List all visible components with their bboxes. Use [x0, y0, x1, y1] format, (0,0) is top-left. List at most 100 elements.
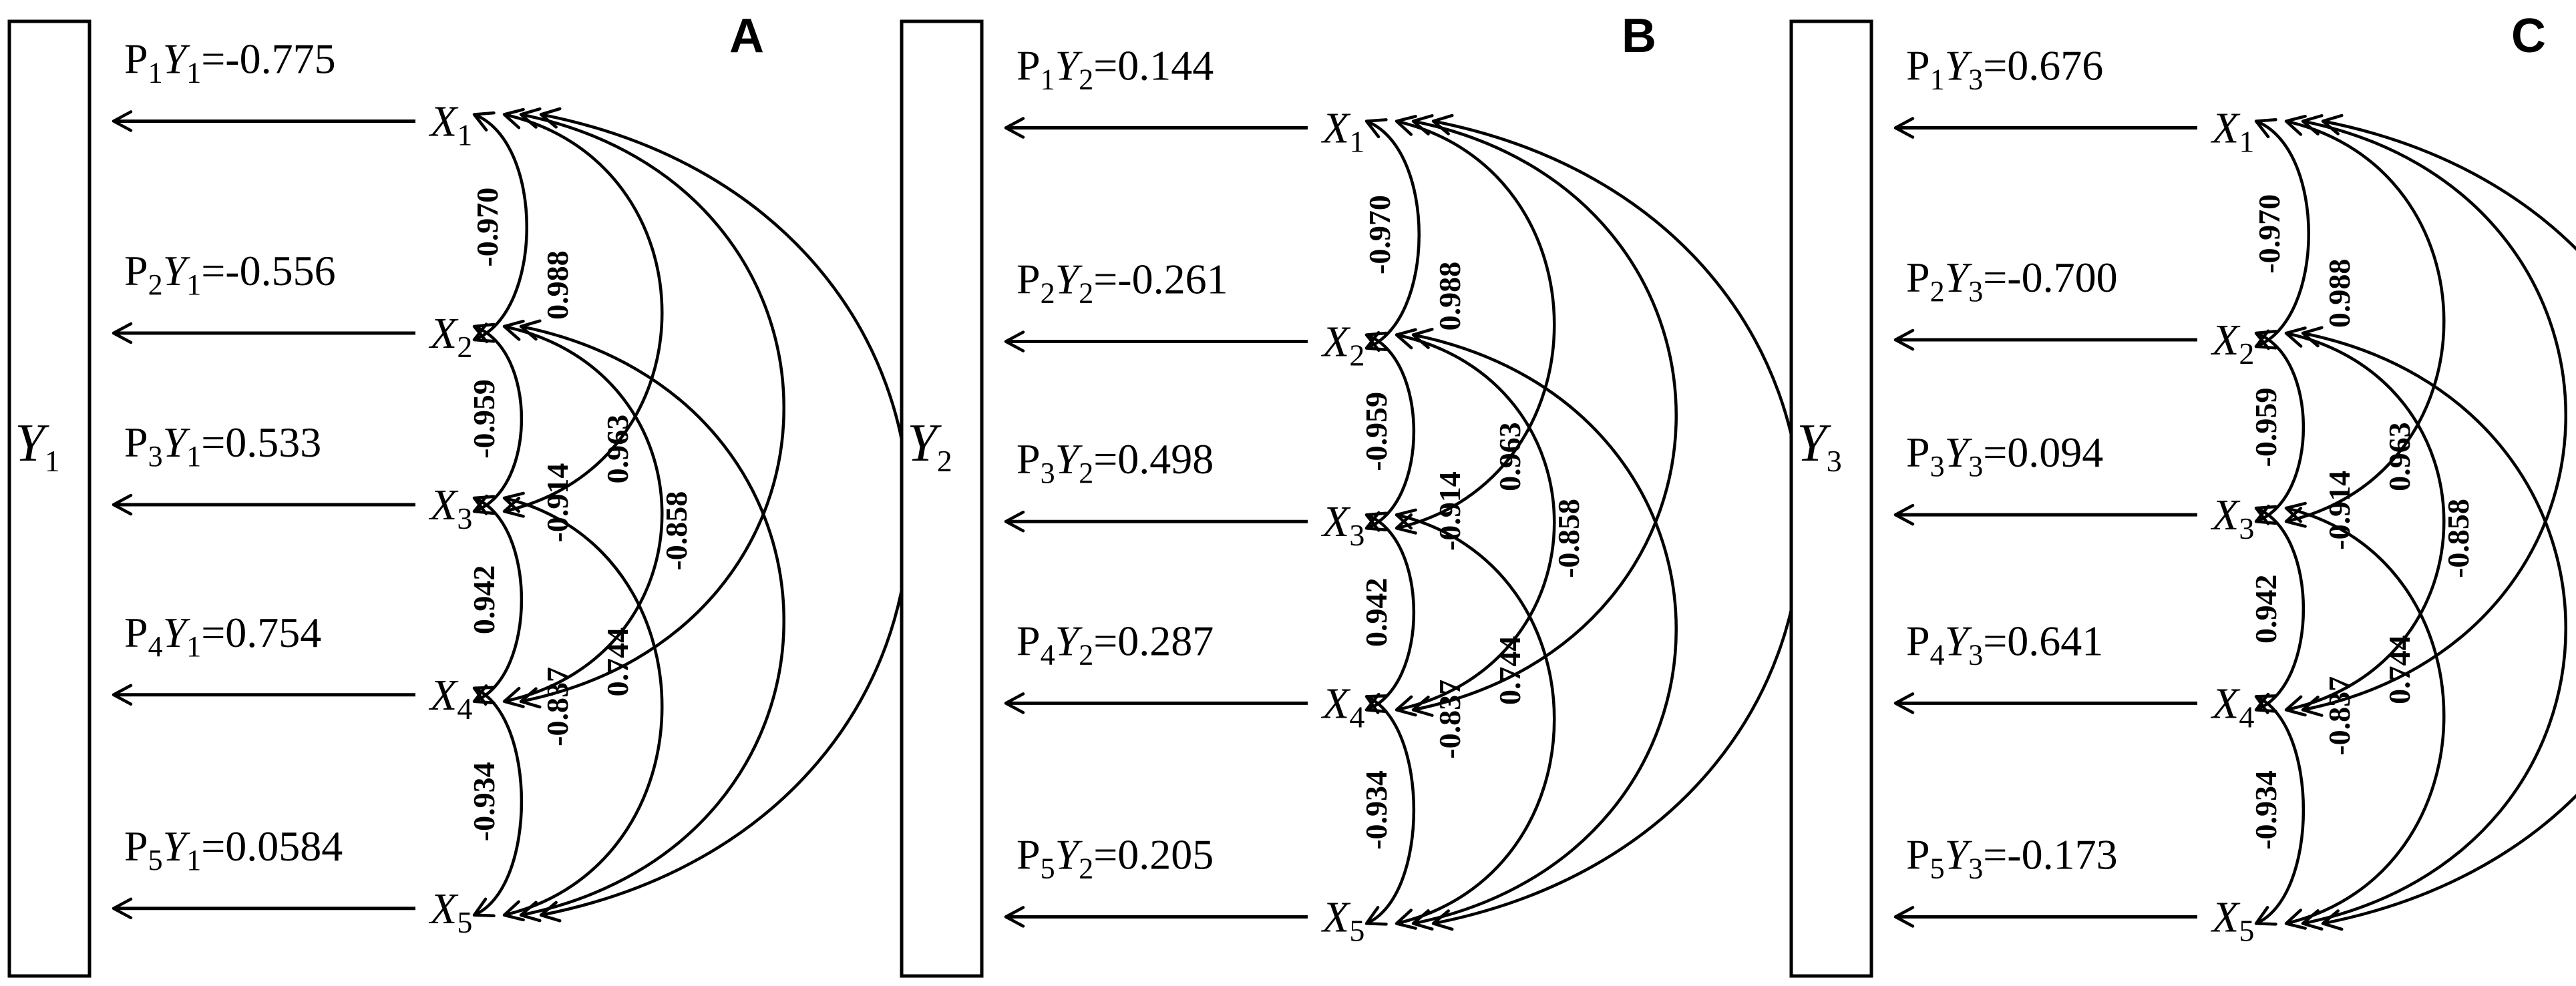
path-arrowhead	[1004, 906, 1025, 928]
correlation-arrowhead-bottom	[502, 900, 525, 922]
path-arrowhead	[112, 322, 133, 344]
correlation-curve	[2285, 119, 2446, 523]
correlation-coefficient: -0.959	[2249, 388, 2283, 467]
correlation-arrowhead-top	[2284, 114, 2307, 136]
correlation-curve	[474, 113, 528, 342]
correlation-coefficient: -0.837	[540, 667, 574, 746]
correlation-arrowhead-top	[472, 322, 496, 344]
correlation-arc: -0.837	[502, 491, 664, 922]
panel-letter: A	[729, 9, 764, 63]
correlation-arc: -0.970	[2252, 117, 2310, 350]
correlation-curve	[2255, 507, 2305, 712]
correlation-curve	[504, 113, 664, 513]
correlation-arc: -0.858	[2321, 113, 2576, 931]
correlation-curve	[1366, 333, 1415, 530]
correlation-curve	[504, 496, 664, 917]
correlation-arrowhead-bottom	[502, 686, 525, 708]
correlation-arrowhead-top	[2254, 117, 2277, 139]
path-arrowhead	[112, 110, 133, 132]
correlation-arrowhead-bottom	[472, 897, 496, 918]
correlation-arc: 0.942	[467, 495, 523, 705]
correlation-coefficient: -0.959	[467, 379, 501, 459]
dependent-variable-box	[1789, 19, 1873, 978]
correlation-arrowhead-top	[472, 111, 496, 132]
correlation-curve	[2322, 119, 2576, 925]
path-arrowhead	[112, 684, 133, 706]
correlation-arrowhead-bottom	[1364, 906, 1388, 926]
correlation-curve	[520, 324, 785, 917]
correlation-arc: -0.914	[2284, 326, 2446, 717]
independent-variable-label: X5	[2210, 893, 2254, 947]
correlation-coefficient: -0.934	[1359, 770, 1393, 850]
path-coefficient-label: P1Y2=0.144	[1017, 42, 1214, 96]
dependent-variable-label: Y3	[1797, 414, 1842, 478]
path-coefficient-label: P4Y3=0.641	[1906, 617, 2103, 671]
path-arrowhead	[1893, 906, 1915, 928]
correlation-curve	[1396, 513, 1556, 925]
correlation-coefficient: -0.837	[2322, 676, 2356, 756]
correlation-arrowhead-top	[1364, 118, 1388, 139]
correlation-arrowhead-top	[1364, 694, 1388, 714]
independent-variable-label: X5	[1320, 893, 1364, 947]
correlation-arc: -0.934	[467, 686, 524, 918]
correlation-arc: -0.914	[502, 319, 664, 708]
correlation-arrowhead-top	[2254, 694, 2277, 714]
path-coefficient-label: P5Y1=0.0584	[124, 822, 343, 877]
independent-variable-label: X5	[428, 885, 472, 939]
independent-variable-label: X1	[1320, 104, 1364, 159]
correlation-curve	[474, 686, 524, 917]
correlation-arrowhead-top	[502, 319, 525, 341]
path-coefficient-label: P3Y3=0.094	[1906, 429, 2103, 483]
independent-variable-label: X3	[2210, 491, 2254, 545]
correlation-curve	[2302, 119, 2567, 712]
correlation-arrowhead-top	[2301, 326, 2324, 348]
correlation-arrowhead-top	[539, 107, 562, 129]
correlation-coefficient: -0.858	[2441, 499, 2475, 578]
correlation-arrowhead-top	[2254, 329, 2277, 350]
independent-variable-label: X2	[428, 309, 472, 364]
independent-variable-label: X4	[428, 671, 472, 726]
path-arrowhead	[112, 493, 133, 516]
correlation-arc: -0.837	[2284, 501, 2446, 930]
correlation-arrowhead-top	[2321, 113, 2344, 136]
correlation-arc: -0.959	[467, 322, 523, 515]
correlation-arrowhead-top	[1395, 115, 1417, 136]
panel-a: Y1AP1Y1=-0.775X1P2Y1=-0.556X2P3Y1=0.533X…	[7, 9, 911, 978]
correlation-curve	[2255, 119, 2310, 348]
correlation-arrowhead-bottom	[2284, 695, 2307, 717]
correlation-coefficient: 0.963	[600, 415, 634, 484]
correlation-arrowhead-top	[2284, 326, 2307, 348]
correlation-curve	[520, 113, 785, 703]
independent-variable-label: X4	[1320, 679, 1364, 734]
dependent-variable-box	[7, 19, 91, 978]
correlation-arrowhead-bottom	[1395, 695, 1417, 717]
correlation-arrowhead-top	[502, 107, 525, 130]
path-arrowhead	[1004, 117, 1025, 139]
panel-letter: C	[2511, 9, 2546, 63]
dependent-variable-label: Y2	[907, 414, 952, 478]
correlation-arrowhead-top	[1364, 511, 1388, 532]
correlation-curve	[2285, 506, 2446, 925]
correlation-arc: 0.942	[2249, 505, 2305, 713]
correlation-arrowhead-top	[502, 491, 525, 513]
correlation-arrowhead-top	[2254, 505, 2277, 525]
correlation-coefficient: 0.988	[1433, 262, 1467, 331]
path-coefficient-label: P2Y1=-0.556	[124, 247, 336, 301]
correlation-arrowhead-bottom	[2254, 906, 2277, 926]
correlation-arc: 0.744	[519, 319, 785, 923]
correlation-coefficient: 0.744	[600, 628, 634, 697]
correlation-arrowhead-top	[472, 495, 496, 515]
correlation-curve	[2255, 331, 2305, 523]
correlation-coefficient: 0.988	[540, 250, 574, 320]
correlation-arc: 0.988	[2284, 114, 2446, 528]
correlation-curve	[2285, 331, 2446, 712]
correlation-coefficient: -0.858	[1551, 499, 1586, 578]
correlation-curve	[1396, 119, 1556, 530]
correlation-coefficient: -0.934	[467, 762, 501, 841]
path-coefficient-label: P5Y2=0.205	[1017, 830, 1214, 885]
correlation-arc: -0.858	[539, 107, 911, 923]
path-coefficient-label: P5Y3=-0.173	[1906, 830, 2118, 885]
correlation-arrowhead-top	[2284, 501, 2307, 523]
path-coefficient-label: P4Y2=0.287	[1017, 617, 1214, 671]
